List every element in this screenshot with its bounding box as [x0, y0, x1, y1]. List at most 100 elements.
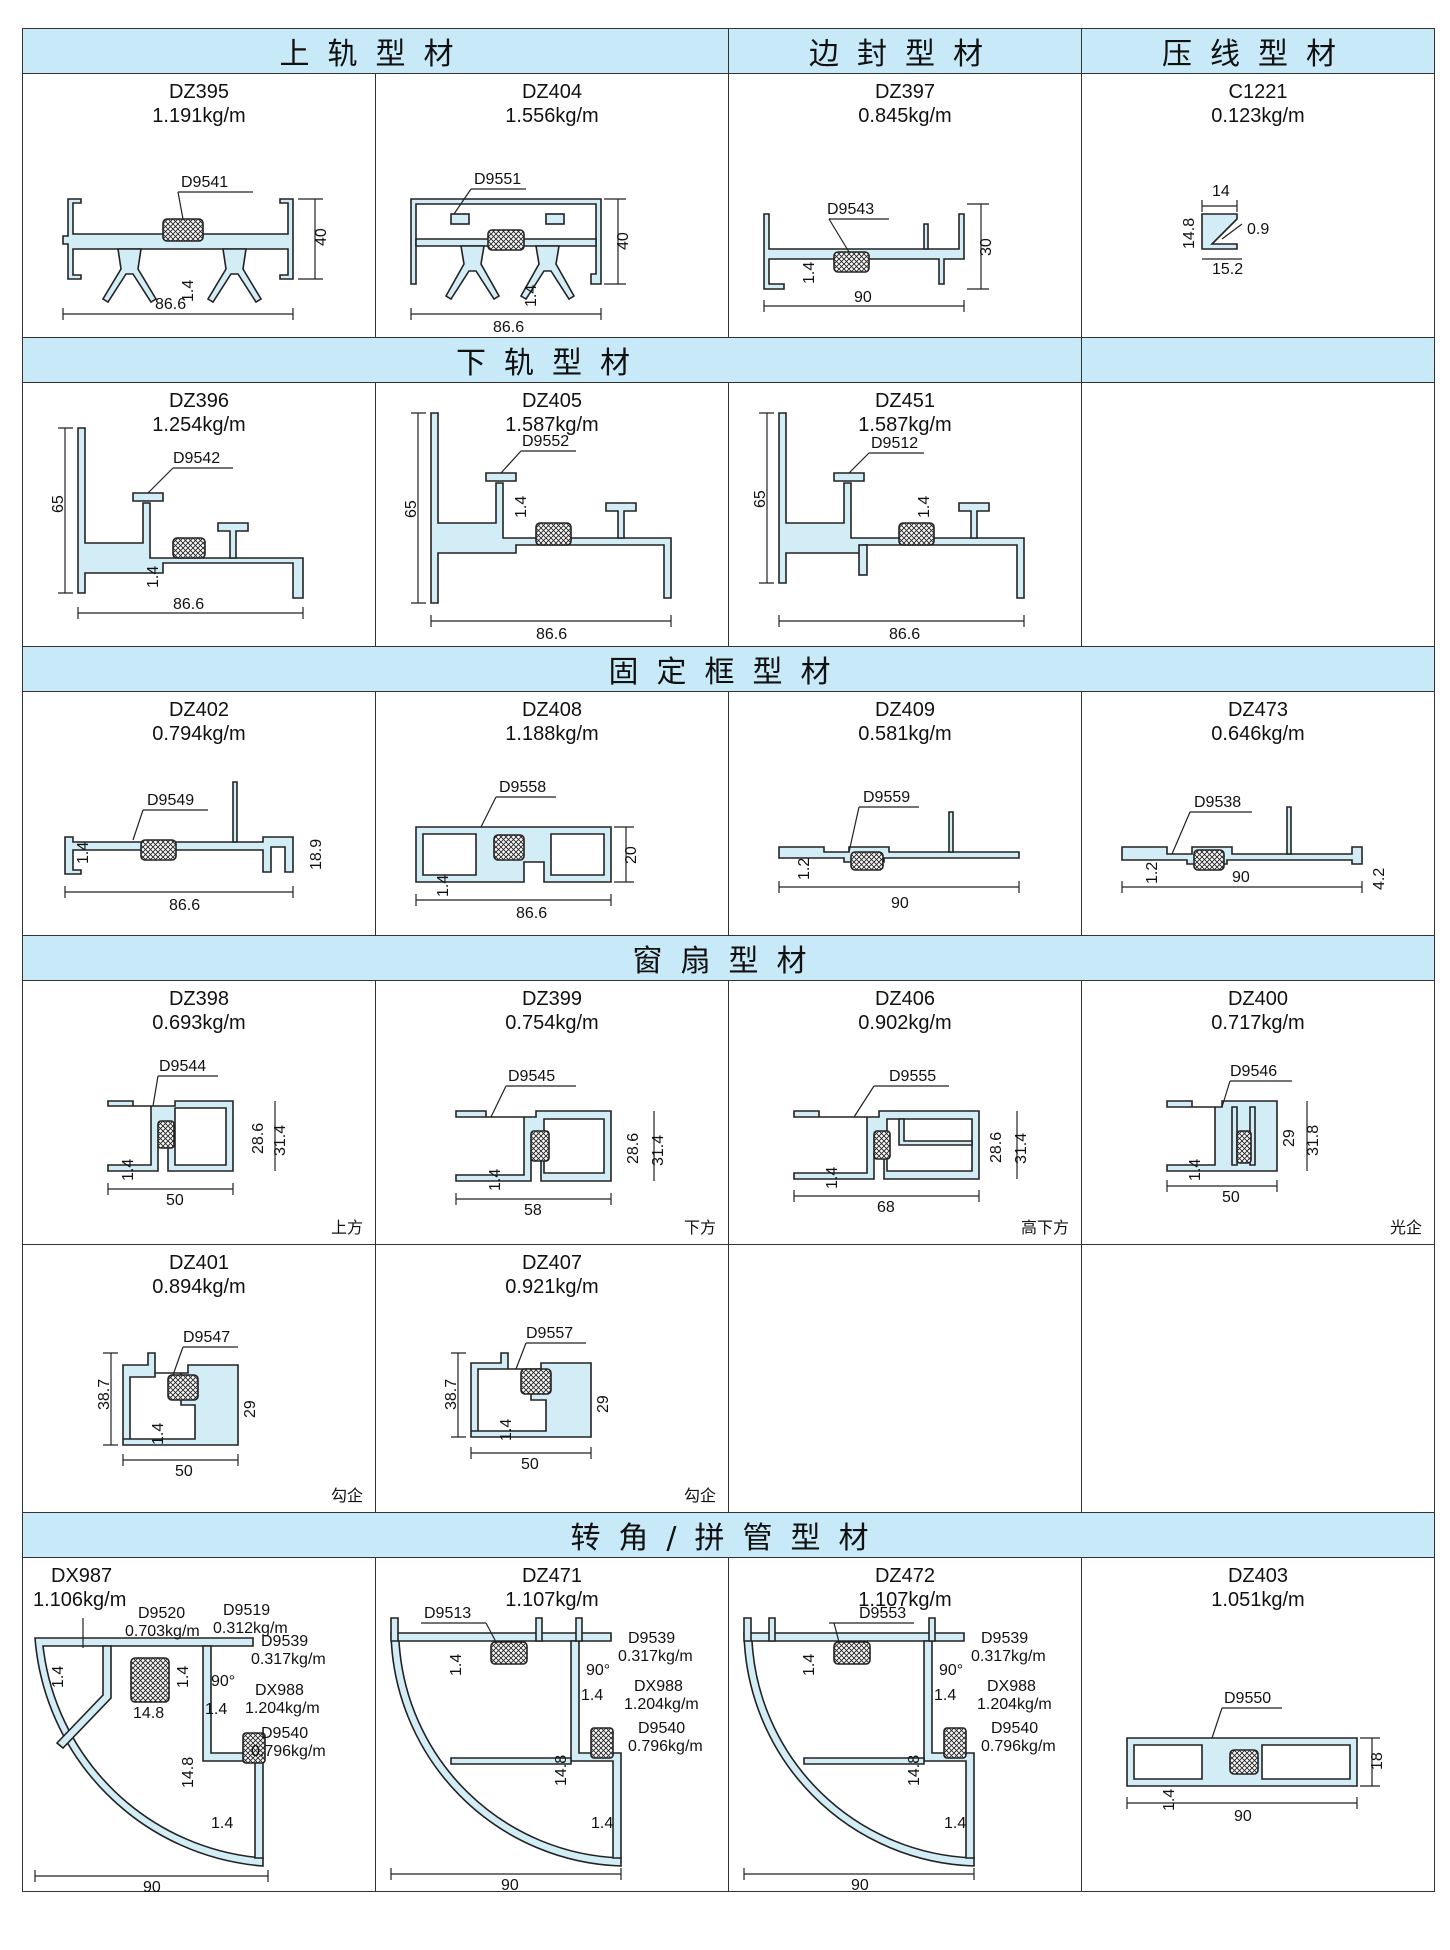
empty-cell — [728, 1244, 1082, 1513]
dim-width: 86.6 — [493, 319, 524, 336]
dim-inner-height: 28.6 — [250, 1123, 267, 1154]
catalog-sheet: 上轨型材 边封型材 压线型材 DZ395 1.191kg/m D9541 86.… — [22, 28, 1435, 1934]
dim-height: 31.8 — [1305, 1125, 1322, 1156]
dim-inner-height: 29 — [242, 1400, 259, 1418]
profile-drawing: D9550 90 18 1.4 — [1126, 1690, 1386, 1825]
dim-width: 68 — [877, 1199, 895, 1216]
seal-code: D9544 — [159, 1058, 206, 1075]
seal-code: D9513 — [424, 1605, 471, 1622]
profile-dz451: DZ451 1.587kg/m D9512 86.6 65 1.4 — [728, 382, 1082, 647]
profile-dz397: DZ397 0.845kg/m D9543 90 30 1.4 — [728, 73, 1082, 338]
dim-height: 18.9 — [308, 839, 325, 870]
profile-code: DZ451 — [874, 390, 936, 412]
dim-width: 90 — [854, 289, 872, 306]
profile-c1221: C1221 0.123kg/m 14 14.8 0.9 15.2 — [1081, 73, 1435, 338]
dim-width: 90 — [501, 1877, 519, 1894]
profile-code: DZ408 — [521, 699, 583, 721]
section-lower-rail: 下轨型材 — [22, 337, 1082, 383]
profile-code: DZ404 — [521, 81, 583, 103]
dim-wall: 1.4 — [145, 566, 162, 588]
profile-drawing: D9546 50 29 31.8 1.4 — [1166, 1063, 1322, 1206]
dim-height: 38.7 — [443, 1379, 460, 1410]
profile-dz408: DZ408 1.188kg/m D9558 86.6 20 1.4 — [375, 691, 729, 936]
dim-wall: 1.4 — [487, 1169, 504, 1191]
profile-weight: 1.106kg/m — [33, 1589, 127, 1611]
dim-edge: 4.2 — [1371, 868, 1388, 890]
profile-drawing: D9513 D9539 0.317kg/m DX988 1.204kg/m D9… — [390, 1605, 703, 1894]
seal-code: D9543 — [827, 201, 874, 218]
profile-drawing: D9520 0.703kg/m D9519 0.312kg/m D9539 0.… — [34, 1602, 326, 1896]
part-code: D9519 — [223, 1602, 270, 1619]
dim-height: 40 — [615, 232, 632, 250]
dim-height: 40 — [313, 228, 330, 246]
profile-weight: 0.902kg/m — [858, 1012, 952, 1034]
profile-dz402: DZ402 0.794kg/m D9549 86.6 18.9 1.4 — [22, 691, 376, 936]
profile-drawing: D9544 50 28.6 31.4 1.4 — [107, 1058, 289, 1209]
profile-dz398: DZ398 0.693kg/m D9544 50 28.6 31.4 1.4 上… — [22, 980, 376, 1245]
seal-code: D9550 — [1224, 1690, 1271, 1707]
profile-weight: 1.107kg/m — [505, 1589, 599, 1611]
dim-bottom: 15.2 — [1212, 261, 1243, 278]
dim-wall-c: 1.4 — [205, 1701, 227, 1718]
profile-code: DZ472 — [874, 1565, 936, 1587]
profile-dz407: DZ407 0.921kg/m D9557 50 38.7 29 1.4 勾企 — [375, 1244, 729, 1513]
profile-drawing: D9557 50 38.7 29 1.4 — [443, 1325, 612, 1473]
dim-height: 20 — [623, 846, 640, 864]
seal-code: D9547 — [183, 1329, 230, 1346]
part-code: D9520 — [138, 1605, 185, 1622]
dim-wall: 1.4 — [1187, 1159, 1204, 1181]
dim-wall-b: 1.4 — [581, 1687, 603, 1704]
dim-height: 65 — [752, 490, 769, 508]
profile-dz403: DZ403 1.051kg/m D9550 90 18 1.4 — [1081, 1557, 1435, 1892]
dim-inner-height: 29 — [1281, 1129, 1298, 1147]
seal-code: D9538 — [1194, 794, 1241, 811]
profile-drawing: D9547 50 38.7 29 1.4 — [96, 1329, 259, 1480]
dim-wall: 1.2 — [796, 858, 813, 880]
profile-note: 光企 — [1389, 1218, 1422, 1237]
part-weight: 0.317kg/m — [618, 1648, 693, 1665]
profile-weight: 0.123kg/m — [1211, 105, 1305, 127]
profile-weight: 1.556kg/m — [505, 105, 599, 127]
profile-drawing: D9552 86.6 65 1.4 — [403, 412, 672, 643]
part-code: DX988 — [987, 1678, 1036, 1695]
profile-dz406: DZ406 0.902kg/m D9555 68 28.6 31.4 1.4 高… — [728, 980, 1082, 1245]
part-code: D9540 — [261, 1725, 308, 1742]
section-sash: 窗扇型材 — [22, 935, 1435, 981]
dim-width: 50 — [175, 1463, 193, 1480]
dim-width: 58 — [524, 1202, 542, 1219]
dim-width: 90 — [851, 1877, 869, 1894]
profile-dz396: DZ396 1.254kg/m D9542 86.6 65 1.4 — [22, 382, 376, 647]
profile-note: 下方 — [683, 1218, 716, 1237]
dim-width: 50 — [521, 1456, 539, 1473]
dim-wall-b: 1.4 — [934, 1687, 956, 1704]
profile-code: DZ402 — [168, 699, 230, 721]
empty-cell — [1081, 382, 1435, 647]
profile-dz409: DZ409 0.581kg/m D9559 90 1.2 — [728, 691, 1082, 936]
profile-weight: 0.646kg/m — [1211, 723, 1305, 745]
profile-code: DZ398 — [168, 988, 230, 1010]
profile-weight: 0.845kg/m — [858, 105, 952, 127]
dim-angle: 90° — [586, 1662, 610, 1679]
dim-wall-a: 1.4 — [801, 1654, 818, 1676]
section-empty — [1081, 337, 1435, 383]
profile-drawing: D9549 86.6 18.9 1.4 — [64, 781, 325, 914]
seal-code: D9551 — [474, 171, 521, 188]
profile-weight: 1.254kg/m — [152, 414, 246, 436]
profile-weight: 0.754kg/m — [505, 1012, 599, 1034]
profile-weight: 0.794kg/m — [152, 723, 246, 745]
dim-height: 18 — [1369, 1752, 1386, 1770]
dim-height: 65 — [50, 495, 67, 513]
dim-wall: 1.4 — [180, 280, 197, 302]
part-code: D9539 — [261, 1633, 308, 1650]
part-code: D9539 — [628, 1630, 675, 1647]
profile-weight: 0.581kg/m — [858, 723, 952, 745]
profile-dz395: DZ395 1.191kg/m D9541 86.6 40 1.4 — [22, 73, 376, 338]
profile-weight: 1.107kg/m — [858, 1589, 952, 1611]
part-weight: 0.312kg/m — [213, 1620, 288, 1637]
dim-wall-c: 1.4 — [591, 1815, 613, 1832]
profile-dz401: DZ401 0.894kg/m D9547 50 38.7 29 1.4 勾企 — [22, 1244, 376, 1513]
dim-height: 31.4 — [272, 1125, 289, 1156]
part-weight: 1.204kg/m — [977, 1696, 1052, 1713]
section-side-seal: 边封型材 — [728, 28, 1082, 74]
part-code: D9540 — [638, 1720, 685, 1737]
